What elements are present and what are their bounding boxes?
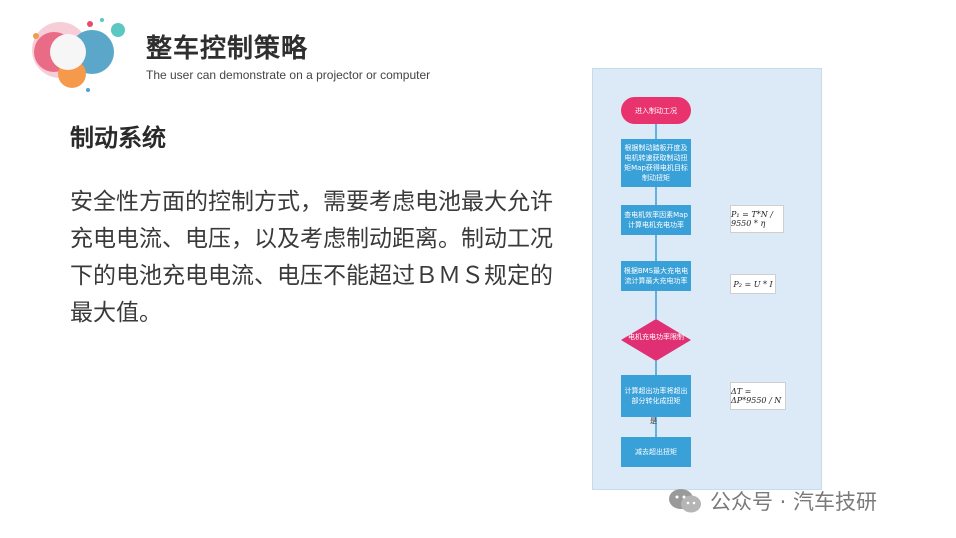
section-body: 安全性方面的控制方式，需要考虑电池最大允许充电电流、电压，以及考虑制动距离。制动… [70,189,553,326]
flow-step-5: 减去超出扭矩 [621,437,691,467]
wechat-icon [669,489,701,513]
watermark-text: 公众号 · 汽车技研 [710,490,878,514]
flow-step-1: 根据制动踏板开度及电机转速获取制动扭矩Map获得电机目标制动扭矩 [621,139,691,187]
flow-step-3: 根据BMS最大充电电流计算最大充电功率 [621,261,691,291]
decision-diamond [621,319,691,361]
flow-step-4: 计算超出功率将超出部分转化成扭矩 [621,375,691,417]
flow-decision-label: 电机充电功率限制 [628,333,684,341]
formula-power-motor: P₁ = T*N / 9550 * η [730,205,784,233]
page-subtitle: The user can demonstrate on a projector … [146,68,431,82]
page-title: 整车控制策略 [146,34,309,64]
flow-start: 进入制动工况 [621,97,691,124]
formula-power-battery: P₂ = U * I [730,274,776,294]
watermark: 公众号 · 汽车技研 [668,486,877,516]
formula-torque-delta: ΔT = ΔP*9550 / N [730,382,786,410]
logo [28,14,138,96]
flowchart: 进入制动工况 根据制动踏板开度及电机转速获取制动扭矩Map获得电机目标制动扭矩 … [592,68,822,490]
flowchart-connectors [621,124,691,437]
section-heading: 制动系统 [70,124,166,152]
flow-step-2: 查电机效率因素Map计算电机充电功率 [621,205,691,235]
flow-yes-label: 是 [650,417,657,425]
